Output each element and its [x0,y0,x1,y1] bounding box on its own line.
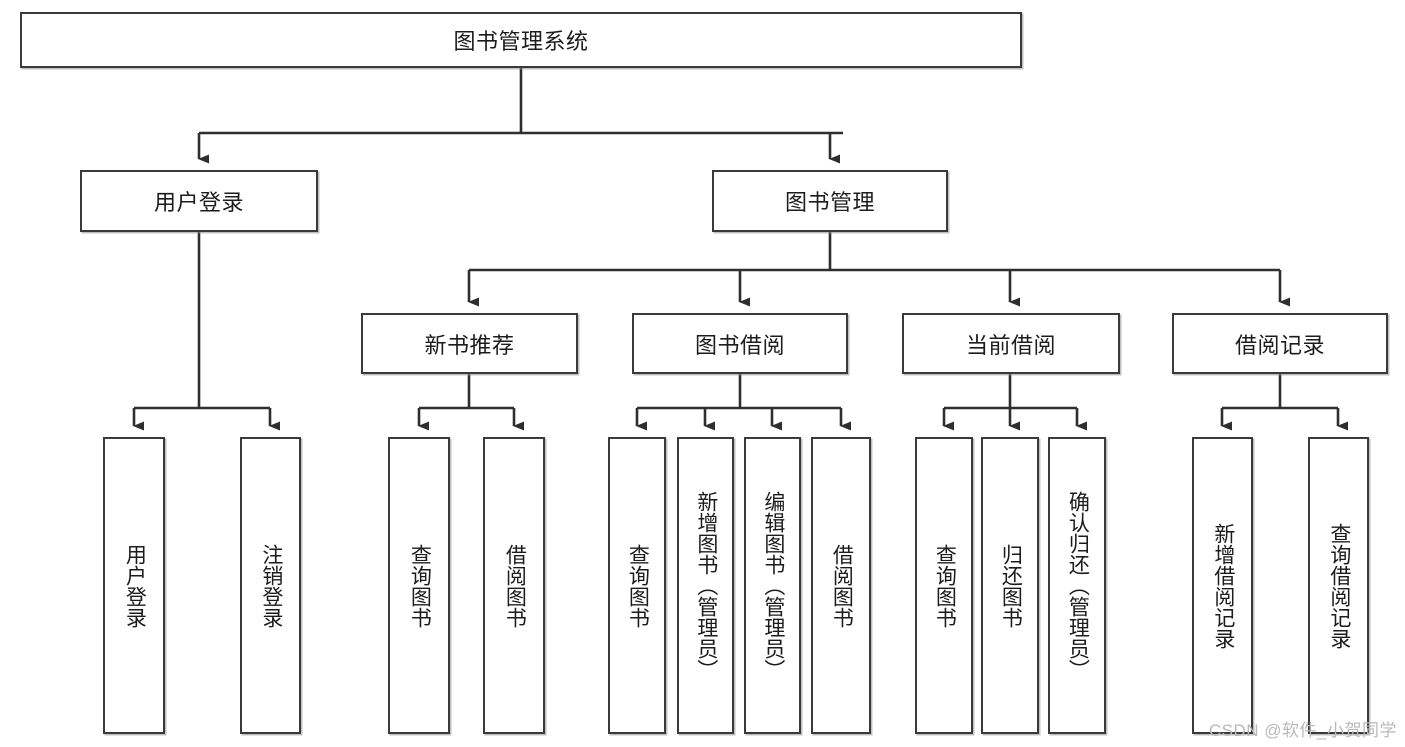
node-book-borrow-label: 图书借阅 [694,332,785,358]
node-leaf-borrow-book-label: 借阅图书 [830,543,854,628]
node-book-management[interactable]: 图书管理 [712,170,948,232]
node-leaf-edit-book-admin[interactable]: 编辑图书（管理员） [744,437,801,734]
node-leaf-add-book-admin[interactable]: 新增图书（管理员） [677,437,734,734]
node-leaf-query-book-borrow[interactable]: 查询图书 [608,437,666,734]
node-new-book-recommend-label: 新书推荐 [424,332,515,358]
node-user-login[interactable]: 用户登录 [80,170,318,232]
node-root-system[interactable]: 图书管理系统 [20,12,1022,68]
node-root-label: 图书管理系统 [453,29,589,54]
node-borrow-record-label: 借阅记录 [1234,332,1325,358]
node-leaf-query-book-borrow-label: 查询图书 [626,543,650,628]
node-leaf-borrow-book[interactable]: 借阅图书 [811,437,871,734]
node-leaf-query-book-recommend[interactable]: 查询图书 [388,437,450,734]
node-book-management-label: 图书管理 [784,190,875,215]
node-current-borrow[interactable]: 当前借阅 [902,313,1120,374]
node-borrow-record[interactable]: 借阅记录 [1172,313,1388,374]
node-leaf-add-borrow-record[interactable]: 新增借阅记录 [1192,437,1253,734]
node-leaf-query-borrow-record[interactable]: 查询借阅记录 [1308,437,1369,734]
node-leaf-query-book-current[interactable]: 查询图书 [915,437,973,734]
node-leaf-logout-label: 注销登录 [259,543,283,628]
node-leaf-query-book-recommend-label: 查询图书 [408,543,432,628]
node-book-borrow[interactable]: 图书借阅 [632,313,848,374]
node-leaf-borrow-book-recommend[interactable]: 借阅图书 [483,437,545,734]
node-current-borrow-label: 当前借阅 [965,332,1056,358]
node-leaf-return-book[interactable]: 归还图书 [981,437,1039,734]
node-new-book-recommend[interactable]: 新书推荐 [361,313,578,374]
node-leaf-return-book-label: 归还图书 [999,543,1023,628]
node-leaf-user-login[interactable]: 用户登录 [103,437,165,734]
csdn-watermark: CSDN @软件_小贺同学 [1208,721,1397,740]
node-leaf-query-book-current-label: 查询图书 [933,543,957,628]
node-leaf-query-borrow-record-label: 查询借阅记录 [1327,522,1351,649]
node-leaf-add-borrow-record-label: 新增借阅记录 [1211,522,1235,649]
node-leaf-confirm-return-admin-label: 确认归还（管理员） [1066,491,1090,680]
node-leaf-edit-book-admin-label: 编辑图书（管理员） [761,491,785,680]
node-leaf-add-book-admin-label: 新增图书（管理员） [694,491,718,680]
node-leaf-user-login-label: 用户登录 [123,543,147,628]
node-leaf-borrow-book-recommend-label: 借阅图书 [503,543,527,628]
node-leaf-confirm-return-admin[interactable]: 确认归还（管理员） [1048,437,1106,734]
node-leaf-logout[interactable]: 注销登录 [240,437,301,734]
node-user-login-label: 用户登录 [153,190,244,215]
